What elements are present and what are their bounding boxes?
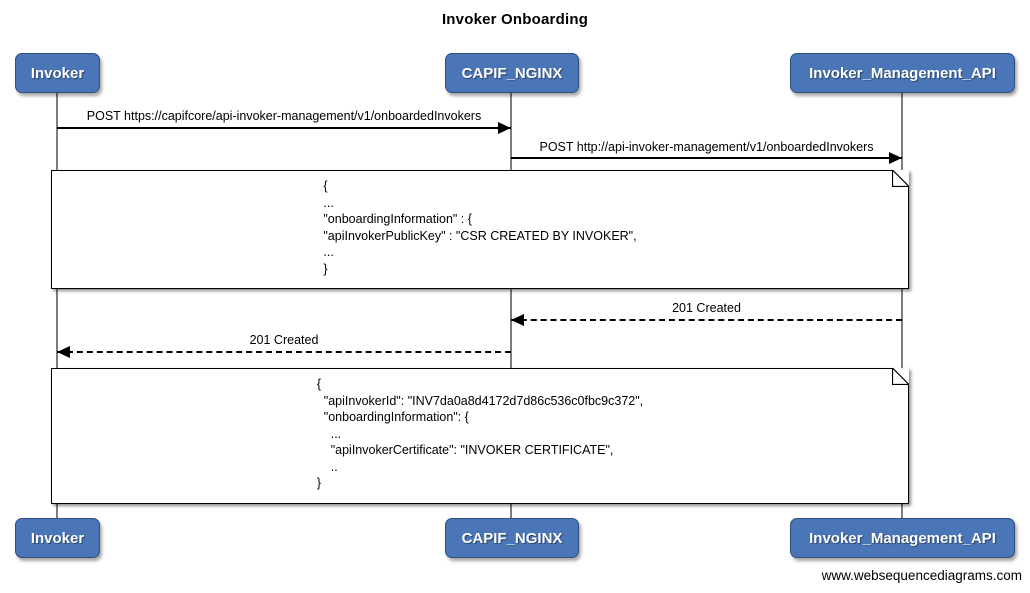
note-line: .. (316, 459, 338, 474)
note-line: "onboardingInformation" : { (323, 212, 472, 226)
note-line: "apiInvokerPublicKey" : "CSR CREATED BY … (323, 228, 637, 243)
arrowhead-right-icon (889, 152, 902, 164)
arrowhead-left-icon (511, 314, 524, 326)
actor-capif-nginx-top: CAPIF_NGINX (445, 53, 579, 93)
actor-label: CAPIF_NGINX (461, 529, 563, 547)
arrowhead-left-icon (57, 346, 70, 358)
actor-invoker-management-api-top: Invoker_Management_API (790, 53, 1015, 93)
message-line (57, 127, 511, 129)
note-line: ... (323, 245, 334, 259)
note-line: ... (316, 426, 342, 441)
lifeline-invoker-management-api (901, 93, 903, 518)
message-line-dashed (511, 319, 902, 321)
diagram-title: Invoker Onboarding (441, 11, 589, 28)
watermark: www.websequencediagrams.com (821, 568, 1022, 583)
actor-invoker-bottom: Invoker (15, 518, 100, 558)
message-201-created-invoker: 201 Created (249, 333, 319, 347)
note-text-block: { "apiInvokerId": "INV7da0a8d4172d7d86c5… (317, 376, 643, 492)
note-response-payload: { "apiInvokerId": "INV7da0a8d4172d7d86c5… (51, 368, 909, 504)
actor-label: Invoker (30, 64, 85, 82)
note-text-block: { ... "onboardingInformation" : { "apiIn… (323, 178, 636, 277)
actor-capif-nginx-bottom: CAPIF_NGINX (445, 518, 579, 558)
actor-invoker-top: Invoker (15, 53, 100, 93)
actor-invoker-management-api-bottom: Invoker_Management_API (790, 518, 1015, 558)
note-fold-corner-icon (892, 368, 909, 385)
message-line (511, 157, 902, 159)
lifeline-capif-nginx (510, 93, 512, 518)
note-line: { (316, 377, 322, 391)
note-line: } (323, 261, 328, 276)
actor-label: Invoker_Management_API (809, 64, 996, 82)
actor-label: Invoker (30, 529, 85, 547)
message-201-created-backend: 201 Created (672, 301, 741, 315)
note-line: "apiInvokerCertificate": "INVOKER CERTIF… (316, 443, 614, 457)
note-line: "apiInvokerId": "INV7da0a8d4172d7d86c536… (316, 393, 644, 408)
message-post-onboard-backend: POST http://api-invoker-management/v1/on… (539, 140, 874, 154)
note-request-payload: { ... "onboardingInformation" : { "apiIn… (51, 170, 909, 289)
note-line: { (323, 179, 328, 193)
message-line-dashed (57, 351, 511, 353)
note-fold-corner-icon (892, 170, 909, 187)
note-line: } (316, 476, 322, 490)
message-post-onboard-capifcore: POST https://capifcore/api-invoker-manag… (86, 109, 482, 123)
actor-label: Invoker_Management_API (809, 529, 996, 547)
lifeline-invoker (56, 93, 58, 518)
note-line: ... (323, 195, 334, 210)
actor-label: CAPIF_NGINX (461, 64, 563, 82)
note-line: "onboardingInformation": { (316, 410, 469, 424)
arrowhead-right-icon (498, 122, 511, 134)
